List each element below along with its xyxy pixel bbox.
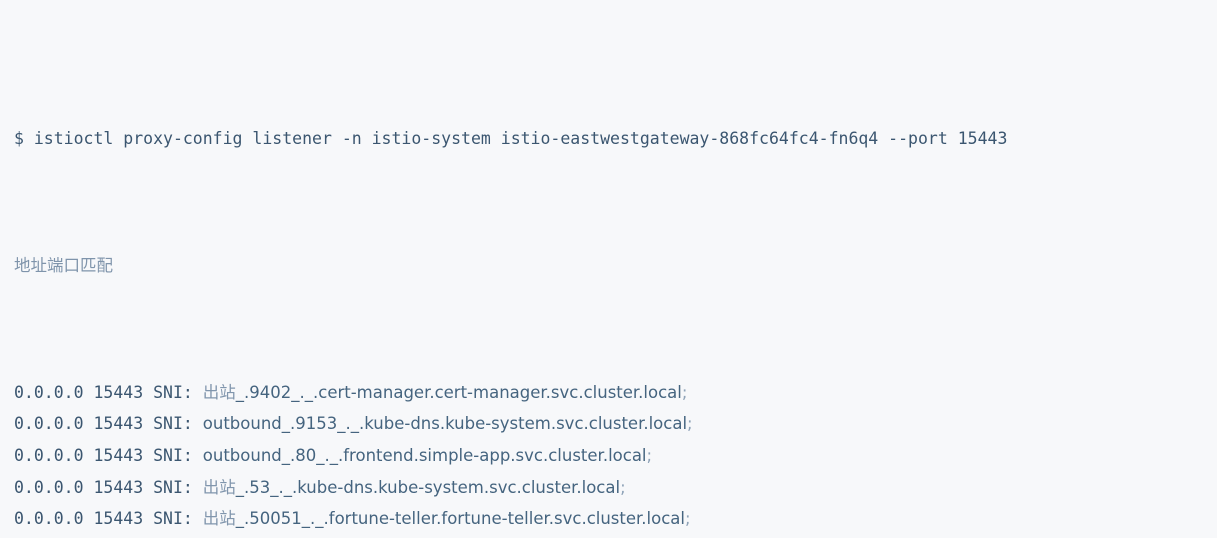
row-match-label: SNI: (153, 446, 193, 466)
row-direction: outbound (202, 414, 282, 434)
row-match-label: SNI: (153, 509, 193, 529)
table-row: 0.0.0.0 15443 SNI: 出站_.53_._.kube-dns.ku… (14, 472, 1217, 504)
row-port: 15443 (93, 446, 144, 466)
row-match-label: SNI: (153, 414, 193, 434)
row-terminator: ; (687, 414, 693, 434)
row-match-label: SNI: (153, 382, 193, 402)
row-prefix: 0.0.0.0 15443 SNI: (14, 383, 203, 402)
row-port: 15443 (93, 382, 144, 402)
table-row: 0.0.0.0 15443 SNI: 出站_.9402_._.cert-mana… (14, 377, 1217, 409)
row-prefix: 0.0.0.0 15443 SNI: (14, 509, 203, 528)
row-terminator: ; (681, 382, 688, 402)
row-address: 0.0.0.0 (14, 509, 84, 529)
row-sni-value: _.80_._.frontend.simple-app.svc.cluster.… (281, 446, 647, 466)
row-port: 15443 (93, 509, 144, 529)
command-line: $ istioctl proxy-config listener -n isti… (14, 129, 1008, 149)
row-direction: 出站 (202, 477, 236, 497)
row-address: 0.0.0.0 (14, 414, 84, 434)
row-prefix: 0.0.0.0 15443 SNI: (14, 414, 203, 433)
table-row: 0.0.0.0 15443 SNI: 出站_.50051_._.fortune-… (14, 503, 1217, 535)
row-sni-value: _.53_._.kube-dns.kube-system.svc.cluster… (235, 477, 621, 497)
row-address: 0.0.0.0 (14, 382, 84, 402)
row-sni-value: _.50051_._.fortune-teller.fortune-teller… (235, 509, 685, 529)
row-direction: 出站 (202, 382, 236, 402)
row-port: 15443 (93, 414, 144, 434)
row-address: 0.0.0.0 (14, 446, 84, 466)
table-row: 0.0.0.0 15443 SNI: outbound_.80_._.front… (14, 440, 1217, 472)
row-direction: 出站 (202, 509, 236, 529)
row-sni-value: _.9402_._.cert-manager.cert-manager.svc.… (235, 382, 682, 402)
column-header: 地址端口匹配 (14, 255, 113, 275)
row-terminator: ; (646, 446, 653, 466)
row-direction: outbound (202, 446, 282, 466)
table-row: 0.0.0.0 15443 SNI: outbound_.9153_._.kub… (14, 408, 1217, 440)
row-sni-value: _.9153_._.kube-dns.kube-system.svc.clust… (281, 414, 688, 434)
row-prefix: 0.0.0.0 15443 SNI: (14, 446, 203, 465)
row-address: 0.0.0.0 (14, 477, 84, 497)
listener-row-list: 0.0.0.0 15443 SNI: 出站_.9402_._.cert-mana… (14, 377, 1217, 538)
row-terminator: ; (620, 477, 626, 497)
row-port: 15443 (93, 477, 144, 497)
row-prefix: 0.0.0.0 15443 SNI: (14, 478, 203, 497)
row-match-label: SNI: (153, 477, 193, 497)
row-terminator: ; (685, 509, 691, 529)
